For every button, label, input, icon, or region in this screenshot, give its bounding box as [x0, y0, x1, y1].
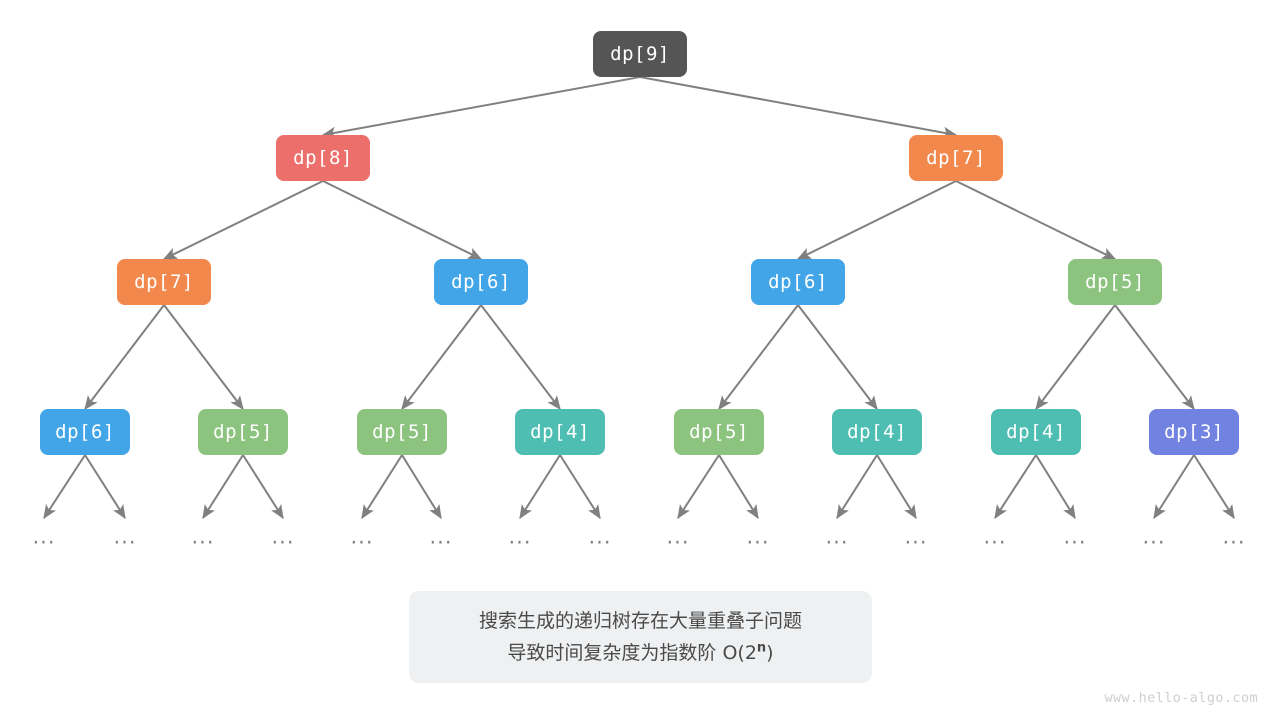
tree-edge	[559, 454, 601, 520]
ellipsis-leaf-8: ...	[666, 524, 690, 549]
tree-edge	[1153, 454, 1195, 520]
ellipsis-leaf-2: ...	[191, 524, 215, 549]
tree-edge	[202, 454, 244, 520]
ellipsis-leaf-4: ...	[350, 524, 374, 549]
tree-edge	[84, 304, 165, 410]
ellipsis-leaf-3: ...	[271, 524, 295, 549]
tree-node-dp4-l3-6: dp[4]	[991, 409, 1081, 455]
caption-line-2-suffix: )	[766, 642, 774, 664]
tree-edge	[480, 304, 561, 410]
caption-exponent: n	[756, 640, 767, 656]
tree-edge	[1193, 454, 1235, 520]
tree-node-dp7-l1-1: dp[7]	[909, 135, 1003, 181]
tree-edge	[163, 304, 244, 410]
ellipsis-leaf-10: ...	[825, 524, 849, 549]
caption-line-2: 导致时间复杂度为指数阶 O(2n)	[507, 637, 773, 669]
tree-edge	[677, 454, 720, 520]
tree-edge	[836, 454, 878, 520]
tree-node-dp6-l2-2: dp[6]	[751, 259, 845, 305]
tree-edge	[639, 76, 958, 139]
tree-node-dp3-l3-7: dp[3]	[1149, 409, 1239, 455]
tree-edge	[718, 454, 759, 520]
tree-node-dp4-l3-5: dp[4]	[832, 409, 922, 455]
ellipsis-leaf-13: ...	[1063, 524, 1087, 549]
ellipsis-leaf-1: ...	[113, 524, 137, 549]
tree-node-dp5-l2-3: dp[5]	[1068, 259, 1162, 305]
tree-edge	[994, 454, 1037, 520]
tree-node-dp9-l0-0: dp[9]	[593, 31, 687, 77]
watermark: www.hello-algo.com	[1104, 690, 1258, 706]
tree-edge	[43, 454, 86, 520]
ellipsis-leaf-15: ...	[1222, 524, 1246, 549]
caption-box: 搜索生成的递归树存在大量重叠子问题 导致时间复杂度为指数阶 O(2n)	[409, 591, 872, 683]
tree-node-dp5-l3-4: dp[5]	[674, 409, 764, 455]
tree-edge	[1035, 304, 1116, 410]
ellipsis-leaf-0: ...	[32, 524, 56, 549]
tree-edge	[519, 454, 561, 520]
ellipsis-leaf-9: ...	[746, 524, 770, 549]
tree-edge	[401, 454, 442, 520]
ellipsis-leaf-12: ...	[983, 524, 1007, 549]
caption-line-2-prefix: 导致时间复杂度为指数阶 O(2	[507, 642, 757, 664]
tree-node-dp6-l2-1: dp[6]	[434, 259, 528, 305]
tree-edge	[1035, 454, 1076, 520]
tree-edge	[361, 454, 403, 520]
tree-edge	[1114, 304, 1195, 410]
tree-edge	[796, 180, 957, 260]
caption-line-1: 搜索生成的递归树存在大量重叠子问题	[478, 610, 802, 632]
tree-edge	[955, 180, 1117, 260]
ellipsis-leaf-6: ...	[508, 524, 532, 549]
ellipsis-leaf-14: ...	[1142, 524, 1166, 549]
ellipsis-leaf-11: ...	[904, 524, 928, 549]
tree-edge	[718, 304, 799, 410]
tree-edge	[401, 304, 482, 410]
tree-node-dp7-l2-0: dp[7]	[117, 259, 211, 305]
tree-edge	[322, 180, 483, 260]
tree-edge	[876, 454, 917, 520]
tree-node-dp6-l3-0: dp[6]	[40, 409, 130, 455]
tree-edge	[321, 76, 641, 139]
ellipsis-leaf-7: ...	[588, 524, 612, 549]
tree-edge	[162, 180, 324, 260]
ellipsis-leaf-5: ...	[429, 524, 453, 549]
tree-node-dp4-l3-3: dp[4]	[515, 409, 605, 455]
tree-node-dp8-l1-0: dp[8]	[276, 135, 370, 181]
tree-edge	[797, 304, 878, 410]
tree-node-dp5-l3-2: dp[5]	[357, 409, 447, 455]
tree-edge	[242, 454, 284, 520]
tree-edge	[84, 454, 126, 520]
tree-node-dp5-l3-1: dp[5]	[198, 409, 288, 455]
